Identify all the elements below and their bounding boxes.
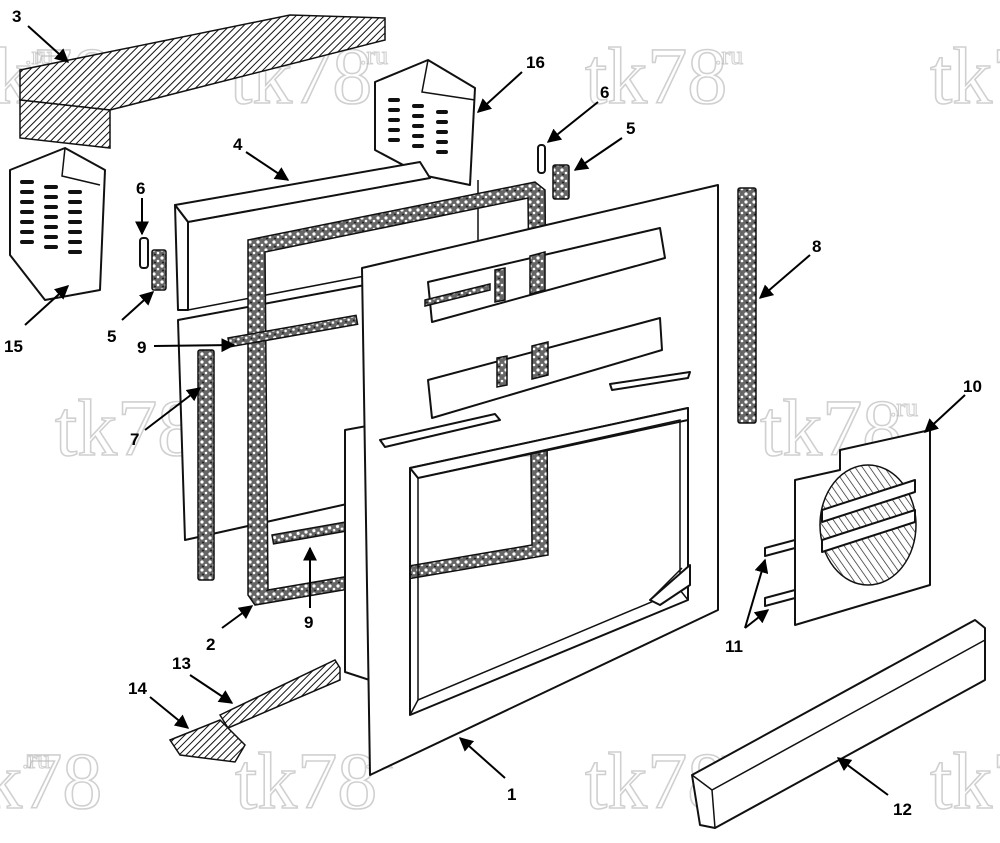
- callout-3: 3: [12, 7, 21, 26]
- part-12-kick-plate: [691, 619, 986, 829]
- watermark-suffix: .ru: [715, 41, 743, 70]
- callout-5: 5: [107, 327, 116, 346]
- leader-14: [149, 696, 190, 729]
- leader-8: [758, 254, 811, 299]
- watermark-suffix: .ru: [890, 393, 918, 422]
- callout-9: 9: [137, 338, 146, 357]
- leader-12: [836, 757, 889, 796]
- leader-16: [476, 71, 523, 113]
- leader-10: [923, 394, 966, 433]
- leader-5b: [121, 291, 155, 321]
- leader-lines: [24, 25, 966, 796]
- part-11-bracket-lower: [764, 589, 796, 607]
- callout-6: 6: [600, 83, 609, 102]
- callout-8: 8: [812, 237, 821, 256]
- part-11-bracket-upper: [764, 539, 796, 557]
- callout-5: 5: [626, 119, 635, 138]
- callout-9: 9: [304, 613, 313, 632]
- part-15-side-shield: [9, 147, 106, 301]
- watermark: tk78: [55, 385, 197, 473]
- watermark: tk78: [930, 738, 1000, 826]
- callout-14: 14: [128, 679, 147, 698]
- watermark: tk78: [235, 738, 377, 826]
- part-9-lower-strip: [271, 521, 349, 545]
- part-6-left-clip: [139, 237, 149, 269]
- callout-10: 10: [963, 377, 982, 396]
- part-10-grille-panel: [794, 429, 931, 626]
- callout-2: 2: [206, 635, 215, 654]
- leader-11b: [744, 609, 770, 629]
- callout-6: 6: [136, 179, 145, 198]
- leader-6a: [546, 101, 599, 143]
- part-3-insulation-blanket: [19, 14, 386, 149]
- callout-13: 13: [172, 654, 191, 673]
- callout-15: 15: [4, 337, 23, 356]
- leader-15: [24, 285, 70, 326]
- leader-13: [189, 674, 234, 704]
- watermark: tk78: [930, 33, 1000, 121]
- part-1-front-frame: [361, 184, 719, 776]
- part-16-rear-shield: [374, 59, 479, 240]
- leader-11a: [744, 558, 769, 629]
- watermark: tk78: [0, 738, 102, 826]
- leader-2: [221, 605, 254, 629]
- part-5-right-bracket: [552, 164, 570, 200]
- callout-1: 1: [507, 785, 516, 804]
- callout-16: 16: [526, 53, 545, 72]
- leader-1: [458, 737, 506, 779]
- part-8-right-gasket: [737, 187, 757, 424]
- leader-3: [27, 25, 70, 63]
- part-7-left-gasket: [197, 349, 215, 581]
- leader-7: [144, 387, 202, 431]
- callout-12: 12: [893, 800, 912, 819]
- part-13-mesh-strip: [218, 659, 341, 729]
- leader-4: [245, 151, 290, 181]
- callout-4: 4: [233, 135, 243, 154]
- part-14-mesh-pad: [168, 719, 246, 763]
- part-6-right-clip: [537, 144, 546, 174]
- callout-11: 11: [725, 637, 743, 656]
- part-5-left-bracket: [151, 249, 167, 291]
- watermark-suffix: .ru: [22, 745, 50, 774]
- callout-7: 7: [130, 430, 139, 449]
- watermark: tk78: [585, 33, 727, 121]
- part-4-top-trim: [174, 161, 431, 311]
- callout-labels: 3 16 6 5 4 6 15 5 9 7 8 10 9 2 11 13 14 …: [4, 7, 982, 819]
- part-2-gasket-frame: [247, 181, 549, 606]
- leader-5a: [573, 137, 623, 171]
- leader-9a: [153, 338, 236, 353]
